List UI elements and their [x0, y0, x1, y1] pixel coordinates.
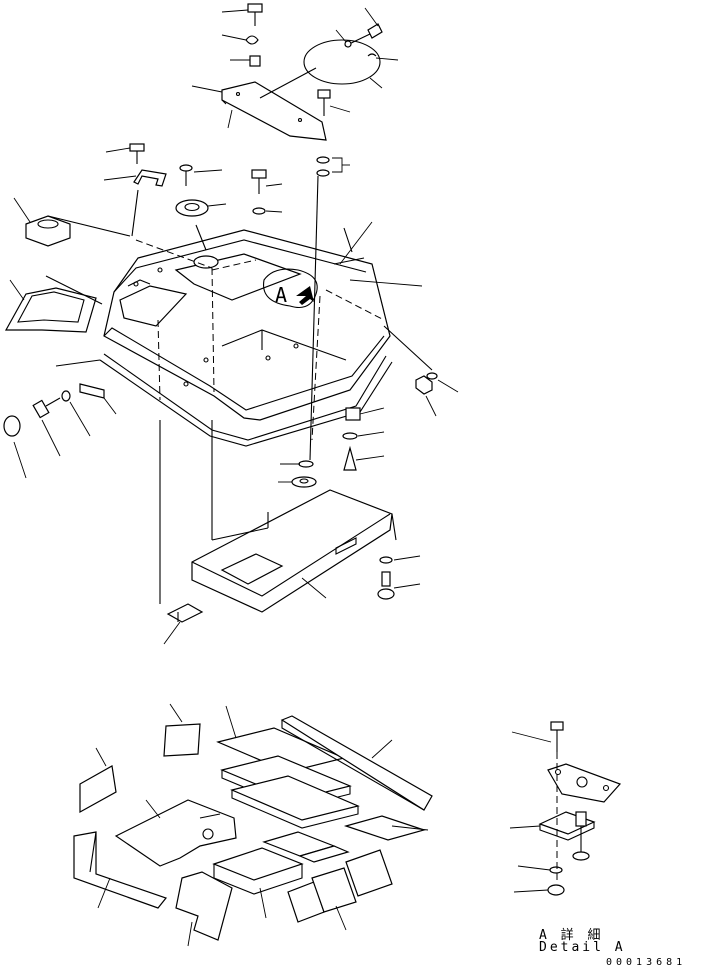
small-collar [230, 55, 261, 67]
washer-pair [316, 156, 350, 177]
detail-circle [259, 39, 383, 99]
foam-pad-base [114, 799, 237, 867]
center-bolt [251, 169, 283, 215]
grab-handle [103, 169, 167, 187]
foam-pad-mid [262, 815, 429, 863]
washer-left [61, 390, 91, 437]
foam-pad-small-1 [163, 703, 201, 757]
foam-pad-small-2 [79, 747, 117, 814]
left-bolt [105, 143, 145, 164]
washer-right [342, 431, 385, 440]
latch-bracket [79, 383, 117, 415]
rim-seal [55, 353, 393, 447]
screw [179, 164, 223, 186]
tray-bolt [377, 571, 421, 600]
seal-gasket [4, 275, 103, 333]
drawing-number: 00013681 [606, 957, 687, 968]
foam-pad-strip-left [73, 831, 168, 909]
detail-title-en: Detail A [539, 940, 626, 955]
mid-bolt [317, 89, 351, 116]
corner-bracket [163, 603, 204, 645]
foam-pad-tiles [287, 849, 393, 931]
detail-callout-letter: A [275, 283, 287, 307]
reference-lines [131, 175, 433, 604]
foam-pad-l-shape [175, 871, 233, 947]
detail-a-nut [513, 884, 565, 896]
tray-washer [379, 555, 421, 564]
detail-a-washer [517, 865, 563, 874]
flange-bolt [32, 397, 61, 457]
cone-pin [343, 445, 385, 471]
grommet [175, 199, 227, 217]
plug-cap [3, 415, 27, 479]
detail-a-bracket [509, 811, 596, 861]
inclined-bolt [335, 7, 399, 61]
hex-nut-large [13, 197, 131, 247]
foam-pad-block [212, 847, 304, 919]
foam-strip-long [280, 715, 433, 811]
bracket-plate [191, 81, 327, 141]
hex-nut-right [415, 372, 459, 417]
under-tray [191, 489, 397, 613]
hidden-lines [135, 239, 385, 441]
spring-clip [221, 34, 259, 45]
top-bolt [221, 3, 263, 26]
rubber-stop [345, 407, 385, 421]
washer-stack [278, 460, 317, 488]
detail-title-jp: A 詳 細 [539, 928, 604, 943]
detail-a-bolt [511, 721, 564, 752]
detail-a-plate [547, 763, 622, 803]
main-cover [103, 229, 391, 421]
